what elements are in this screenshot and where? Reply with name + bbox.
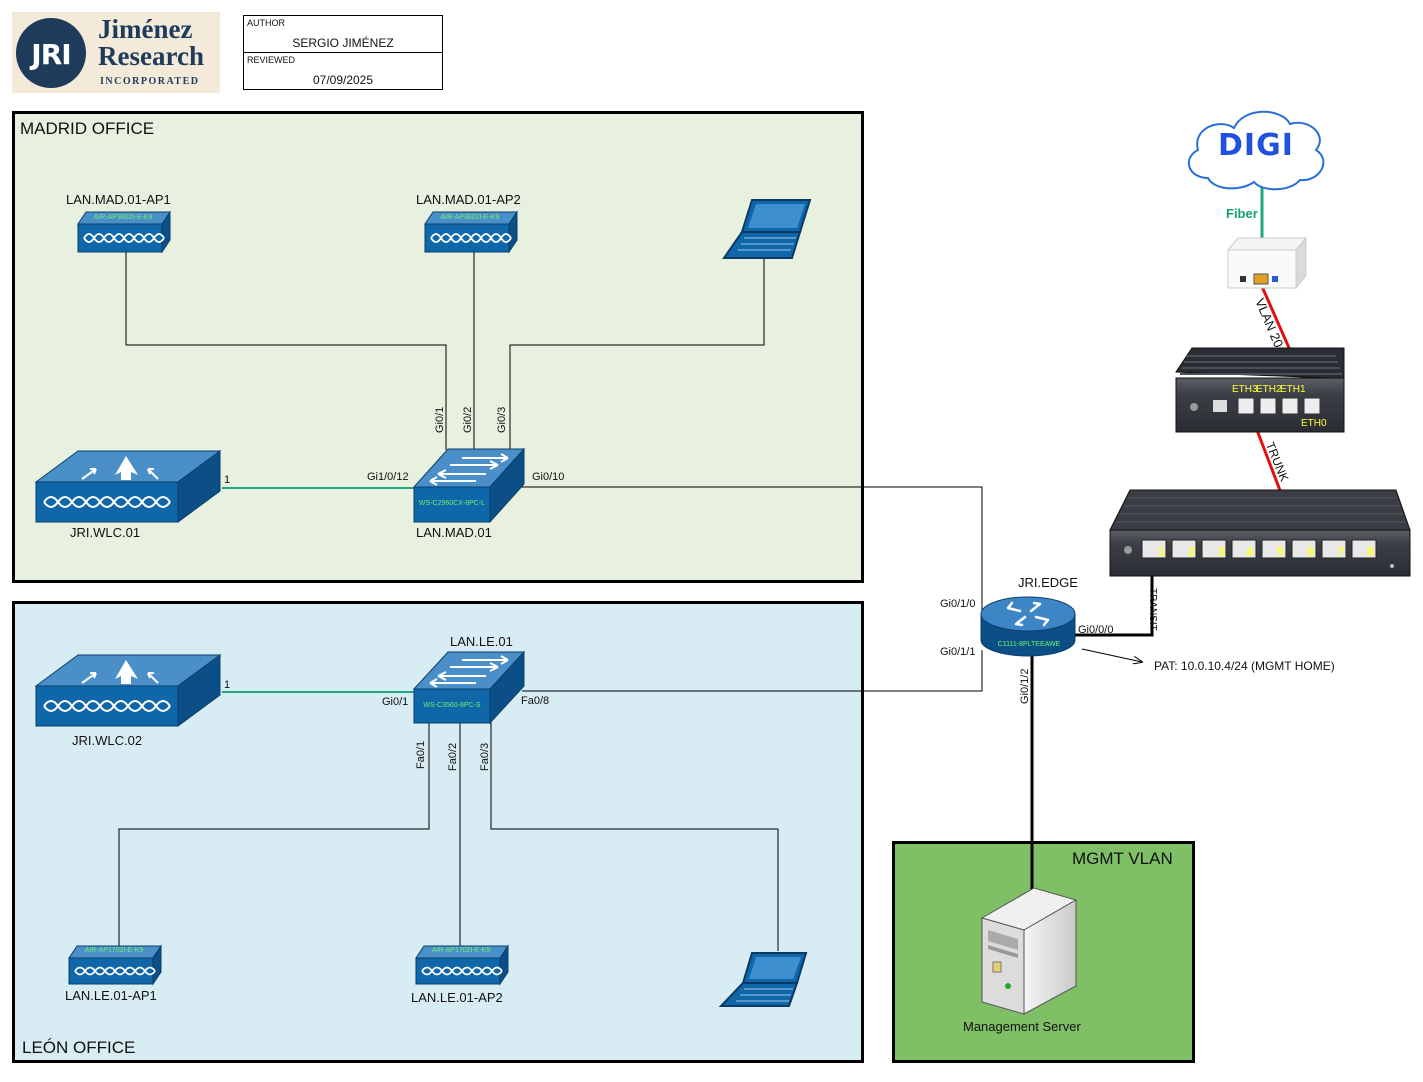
- le-ap2-name: LAN.LE.01-AP2: [411, 990, 503, 1005]
- port-le-fa0-1: Fa0/1: [415, 740, 427, 769]
- port-mad-gi0-10: Gi0/10: [532, 471, 565, 483]
- leon-links: [118, 650, 983, 951]
- port-edge-gi0-1-0: Gi0/1/0: [940, 598, 976, 610]
- eth3-label: ETH3: [1232, 384, 1258, 395]
- link-leap1-switch: [118, 716, 430, 947]
- port-le-fa0-3: Fa0/3: [479, 742, 491, 771]
- logo-name: Jiménez Research: [98, 16, 204, 70]
- poe-port-6: 6: [1307, 544, 1315, 559]
- transit-label: TRANSIT: [1147, 588, 1158, 631]
- madrid-office-title: MADRID OFFICE: [20, 119, 155, 138]
- author-label: AUTHOR: [247, 18, 285, 28]
- access-point-mad-ap1[interactable]: [77, 210, 171, 254]
- link-laptop-switch: [509, 257, 765, 450]
- author-value: SERGIO JIMÉNEZ: [292, 36, 394, 50]
- isp-name: DIGI: [1218, 128, 1294, 163]
- le-switch-name: LAN.LE.01: [450, 634, 513, 649]
- wlc1-name: JRI.WLC.01: [70, 525, 141, 540]
- author-row: AUTHOR SERGIO JIMÉNEZ: [244, 16, 442, 53]
- logo-badge: [16, 18, 86, 88]
- wireless-controller-wlc2[interactable]: [34, 654, 222, 727]
- port-le-gi0-1: Gi0/1: [382, 696, 409, 708]
- router-jri-edge[interactable]: [980, 596, 1076, 657]
- mad-ap1-name: LAN.MAD.01-AP1: [66, 192, 171, 207]
- le-switch-model: WS-C3560-8PC-S: [423, 702, 481, 709]
- port-wlc1-1: 1: [224, 474, 231, 486]
- mad-ap2-model: AIR-AP3802I-E-K9: [440, 214, 500, 221]
- fiber-ont-device: [1226, 236, 1308, 290]
- poe-port-7: 7: [1337, 544, 1345, 559]
- access-point-mad-ap2[interactable]: [424, 210, 518, 254]
- leon-office-title: LEÓN OFFICE: [22, 1038, 136, 1057]
- madrid-links: [125, 252, 983, 612]
- switch-lan-le-01[interactable]: [412, 650, 526, 725]
- poe-port-4: 4: [1246, 544, 1254, 559]
- link-lelaptop-switch: [490, 716, 779, 951]
- mad-switch-name: LAN.MAD.01: [416, 525, 492, 540]
- logo-name-line2: Research: [98, 41, 204, 71]
- mini-pc-firewall: [1175, 347, 1345, 433]
- isp-cloud-digi: [1187, 110, 1325, 191]
- pat-annotation: PAT: 10.0.10.4/24 (MGMT HOME): [1154, 659, 1335, 673]
- management-server[interactable]: [980, 887, 1078, 1015]
- le-ap2-model: AIR-AP1702I-E-K9: [431, 947, 491, 954]
- mad-ap1-model: AIR-AP3802I-E-K9: [93, 214, 153, 221]
- port-le-fa0-2: Fa0/2: [447, 742, 459, 771]
- eth0-label: ETH0: [1301, 418, 1327, 429]
- le-ap1-model: AIR-AP1702I-E-K9: [84, 947, 144, 954]
- poe-port-8: 8: [1367, 544, 1375, 559]
- laptop-leon[interactable]: [718, 952, 808, 1007]
- mgmt-vlan-title: MGMT VLAN: [1072, 849, 1173, 868]
- reviewed-value: 07/09/2025: [312, 73, 374, 87]
- reviewed-label: REVIEWED: [247, 55, 296, 65]
- port-mad-gi0-3: Gi0/3: [496, 406, 508, 433]
- port-edge-gi0-1-1: Gi0/1/1: [940, 646, 976, 658]
- mad-ap2-name: LAN.MAD.01-AP2: [416, 192, 521, 207]
- switch-lan-mad-01[interactable]: [412, 447, 526, 524]
- port-edge-gi0-0-0: Gi0/0/0: [1078, 624, 1114, 636]
- link-edge-poeswitch: [1072, 553, 1154, 637]
- link-leswitch-edge: [522, 650, 983, 692]
- laptop-madrid[interactable]: [722, 199, 812, 259]
- eth1-label: ETH1: [1280, 384, 1306, 395]
- wireless-controller-wlc1[interactable]: [34, 450, 222, 523]
- logo-name-line1: Jiménez: [98, 14, 193, 44]
- port-mad-gi0-2: Gi0/2: [462, 406, 474, 433]
- logo-initials: JRI: [31, 38, 71, 71]
- port-mad-gi0-1: Gi0/1: [434, 406, 446, 433]
- server-name: Management Server: [963, 1019, 1081, 1034]
- link-ap1-switch: [125, 252, 447, 450]
- port-le-fa0-8: Fa0/8: [521, 695, 550, 707]
- logo-tagline: INCORPORATED: [100, 76, 200, 87]
- edge-model: C1111-8PLTEEAWE: [997, 641, 1061, 648]
- mad-switch-model: WS-C2960CX-8PC-L: [418, 500, 486, 507]
- poe-switch-tplink: [1109, 489, 1411, 577]
- wlc2-name: JRI.WLC.02: [72, 733, 143, 748]
- eth2-label: ETH2: [1256, 384, 1282, 395]
- access-point-le-ap1[interactable]: [68, 944, 162, 986]
- poe-port-1: 1: [1158, 544, 1166, 559]
- title-block: AUTHOR SERGIO JIMÉNEZ REVIEWED 07/09/202…: [243, 15, 443, 90]
- port-edge-gi0-1-2: Gi0/1/2: [1019, 668, 1031, 704]
- pat-arrow: [1081, 648, 1142, 662]
- port-wlc2-1: 1: [224, 679, 231, 691]
- link-madswitch-edge: [520, 486, 983, 612]
- edge-name: JRI.EDGE: [1018, 575, 1078, 590]
- poe-port-2: 2: [1188, 544, 1196, 559]
- reviewed-row: REVIEWED 07/09/2025: [244, 53, 442, 90]
- access-point-le-ap2[interactable]: [415, 944, 509, 986]
- company-logo: JRI Jiménez Research INCORPORATED: [12, 12, 220, 93]
- fiber-label: Fiber: [1226, 206, 1258, 221]
- poe-port-5: 5: [1277, 544, 1285, 559]
- poe-port-3: 3: [1218, 544, 1226, 559]
- port-mad-gi1-0-12: Gi1/0/12: [367, 471, 409, 483]
- le-ap1-name: LAN.LE.01-AP1: [65, 988, 157, 1003]
